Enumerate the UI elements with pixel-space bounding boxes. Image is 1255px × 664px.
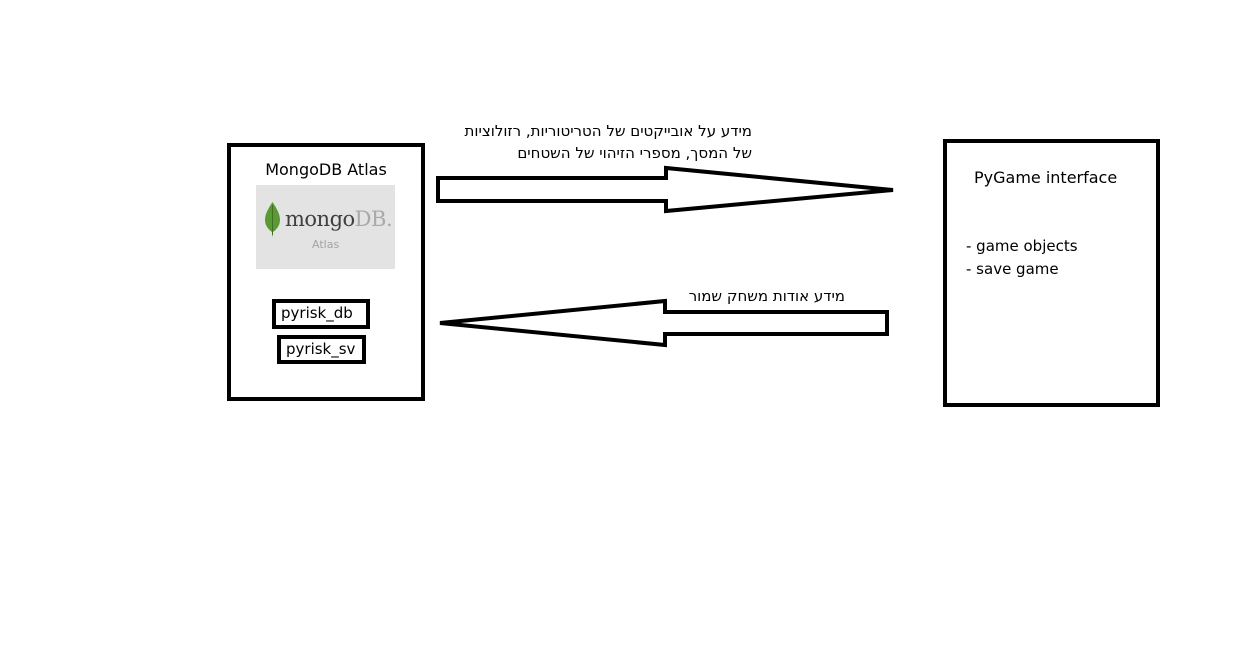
pygame-interface-title: PyGame interface: [974, 168, 1118, 187]
mongodb-wordmark: mongoDB.: [285, 207, 393, 231]
list-item: - save game: [966, 260, 1059, 278]
collection-tag-pyrisk-sv: pyrisk_sv: [277, 335, 366, 364]
mongodb-logo: mongoDB. Atlas: [256, 185, 395, 269]
top-arrow-label: מידע על אובייקטים של הטריטוריות, רזולוצי…: [465, 120, 752, 164]
mongodb-wordmark-mongo: mongo: [285, 207, 355, 231]
top-arrow-label-line: של המסך, מספרי הזיהוי של השטחים: [517, 144, 752, 162]
pygame-interface-box: PyGame interface - game objects - save g…: [943, 139, 1160, 407]
left-arrow: [439, 298, 889, 348]
bottom-arrow-label: מידע אודות משחק שמור: [689, 285, 845, 307]
mongodb-wordmark-db: DB.: [354, 207, 393, 231]
list-item: - game objects: [966, 237, 1078, 255]
top-arrow-label-line: מידע על אובייקטים של הטריטוריות, רזולוצי…: [464, 122, 752, 140]
mongodb-atlas-box: MongoDB Atlas mongoDB. Atlas pyrisk_db p…: [227, 143, 425, 401]
collection-tag-pyrisk-db: pyrisk_db: [272, 299, 370, 329]
mongodb-leaf-icon: [265, 202, 280, 238]
bottom-arrow-label-line: מידע אודות משחק שמור: [688, 287, 845, 305]
right-arrow: [436, 165, 894, 214]
mongodb-logo-subtitle: Atlas: [312, 238, 340, 251]
mongodb-atlas-title: MongoDB Atlas: [265, 160, 387, 179]
pygame-feature-list: - game objects - save game: [966, 235, 1078, 281]
